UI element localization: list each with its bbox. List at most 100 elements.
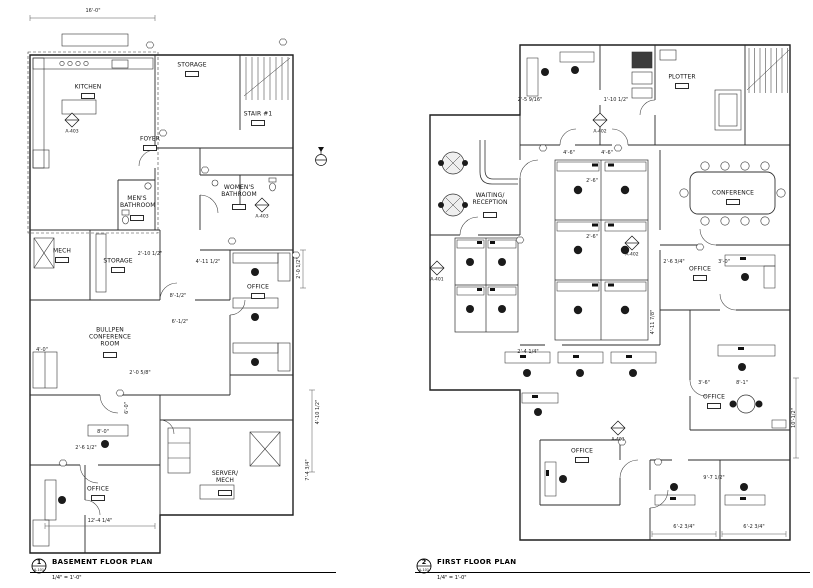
section-callout-label: A-403 (255, 214, 269, 220)
basement-interior-walls (30, 55, 293, 553)
dimension-label: 6'-1/2" (171, 319, 189, 325)
basement-chairs (58, 268, 259, 504)
basement-equipment (32, 233, 281, 547)
dimension-label: 4'-6" (601, 150, 613, 156)
first-round-table (729, 394, 763, 414)
room-tag (130, 215, 144, 221)
dimension-label: 4'-11 7/8" (650, 309, 656, 335)
room-tag (707, 403, 721, 409)
room-label: FOYER (140, 135, 160, 143)
view-sheet-ref: A-101 (418, 567, 430, 572)
first-door-tags (515, 144, 705, 466)
room-tag (693, 275, 707, 281)
first-reception-desk (479, 140, 518, 185)
section-callout-label: A-402 (593, 129, 607, 135)
room-tag (575, 457, 589, 463)
view-title: FIRST FLOOR PLAN (437, 558, 517, 566)
dimension-label: 8'-0" (97, 429, 109, 435)
dimension-label: 2'-4 1/4" (517, 349, 539, 355)
view-number: 2 (421, 558, 427, 566)
room-label: OFFICE (703, 393, 725, 401)
view-title: BASEMENT FLOOR PLAN (52, 558, 153, 566)
basement-callout-diamonds (64, 112, 270, 213)
room-label: OFFICE (247, 283, 269, 291)
room-label: BULLPEN CONFERENCE ROOM (88, 326, 132, 348)
section-callout-label: A-401 (611, 437, 625, 443)
dimension-label: 6'-2 3/4" (743, 524, 765, 530)
first-door-swings (459, 99, 737, 509)
room-label: STAIR #1 (243, 110, 273, 118)
section-callout-label: A-401 (430, 277, 444, 283)
basement-demo-walls-dashed (27, 51, 159, 234)
first-cubicle-desks (456, 51, 787, 506)
dimension-label: 2'-5 9/16" (517, 97, 543, 103)
room-label: OFFICE (87, 485, 109, 493)
room-label: SERVER/ MECH (211, 470, 239, 484)
view-number: 1 (36, 558, 42, 566)
room-tag (55, 257, 69, 263)
dimension-label: 4'-6" (563, 150, 575, 156)
room-tag (251, 120, 265, 126)
first-stair-treads (746, 48, 790, 93)
first-waiting-tables (438, 151, 468, 217)
first-callout-diamonds (429, 112, 640, 436)
room-tag (251, 293, 265, 299)
room-tag (91, 495, 105, 501)
dimension-label: 2'-6" (586, 178, 598, 184)
room-tag (103, 352, 117, 358)
first-dim-lines (651, 377, 799, 537)
room-tag (81, 93, 95, 99)
room-tag (143, 145, 157, 151)
room-tag (726, 199, 740, 205)
first-conference-table (679, 161, 786, 226)
dimension-label: 4'-0" (36, 347, 48, 353)
dimension-label: 2'-0 1/2" (296, 257, 302, 279)
room-label: MECH (52, 247, 72, 255)
room-label: STORAGE (177, 61, 207, 69)
dimension-label: 2'-6" (586, 234, 598, 240)
basement-section-marker (315, 147, 327, 166)
dimension-label: 2'-6 1/2" (75, 445, 97, 451)
room-tag (185, 71, 199, 77)
room-label: KITCHEN (74, 83, 102, 91)
room-label: PLOTTER (668, 73, 696, 81)
room-label: CONFERENCE (711, 189, 755, 197)
dimension-label: 6'-0" (124, 402, 130, 414)
room-label: WOMEN'S BATHROOM (221, 184, 257, 198)
dimension-label: 9'-7 1/2" (703, 475, 725, 481)
dimension-label: 12'-4 1/4" (87, 518, 113, 524)
dimension-label: 10'-1/2" (791, 408, 797, 428)
dimension-label: 7'-4 3/4" (305, 459, 311, 481)
view-scale: 1/4" = 1'-0" (52, 575, 82, 581)
room-label: MEN'S BATHROOM (120, 195, 156, 209)
dimension-label: 16'-0" (85, 8, 101, 14)
dimension-label: 8'-1/2" (169, 293, 187, 299)
room-label: OFFICE (689, 265, 711, 273)
dimension-label: 2'-6 3/4" (663, 259, 685, 265)
section-callout-label: A-403 (65, 129, 79, 135)
view-scale: 1/4" = 1'-0" (437, 575, 467, 581)
dimension-label: 4'-10 1/2" (315, 399, 321, 425)
first-chairs (466, 66, 749, 491)
first-monitors (477, 163, 746, 500)
basement-kitchen-fixtures (32, 33, 154, 169)
room-label: STORAGE (103, 257, 133, 265)
basement-door-swings (79, 149, 246, 516)
room-tag (111, 267, 125, 273)
dimension-label: 1'-10 1/2" (603, 97, 629, 103)
dimension-label: 2'-0 5/8" (129, 370, 151, 376)
basement-bath-fixtures (121, 177, 277, 225)
basement-dim-lines (29, 15, 315, 529)
dimension-label: 6'-2 3/4" (673, 524, 695, 530)
first-exterior-walls (429, 44, 791, 541)
dimension-label: 2'-10 1/2" (137, 251, 163, 257)
room-tag (218, 490, 232, 496)
section-callout-label: A-402 (625, 252, 639, 258)
first-interior-walls (430, 45, 790, 540)
room-label: OFFICE (571, 447, 593, 455)
dimension-label: 3'-0" (718, 259, 730, 265)
dimension-label: 3'-6" (698, 380, 710, 386)
room-label: WAITING/ RECEPTION (472, 192, 508, 206)
